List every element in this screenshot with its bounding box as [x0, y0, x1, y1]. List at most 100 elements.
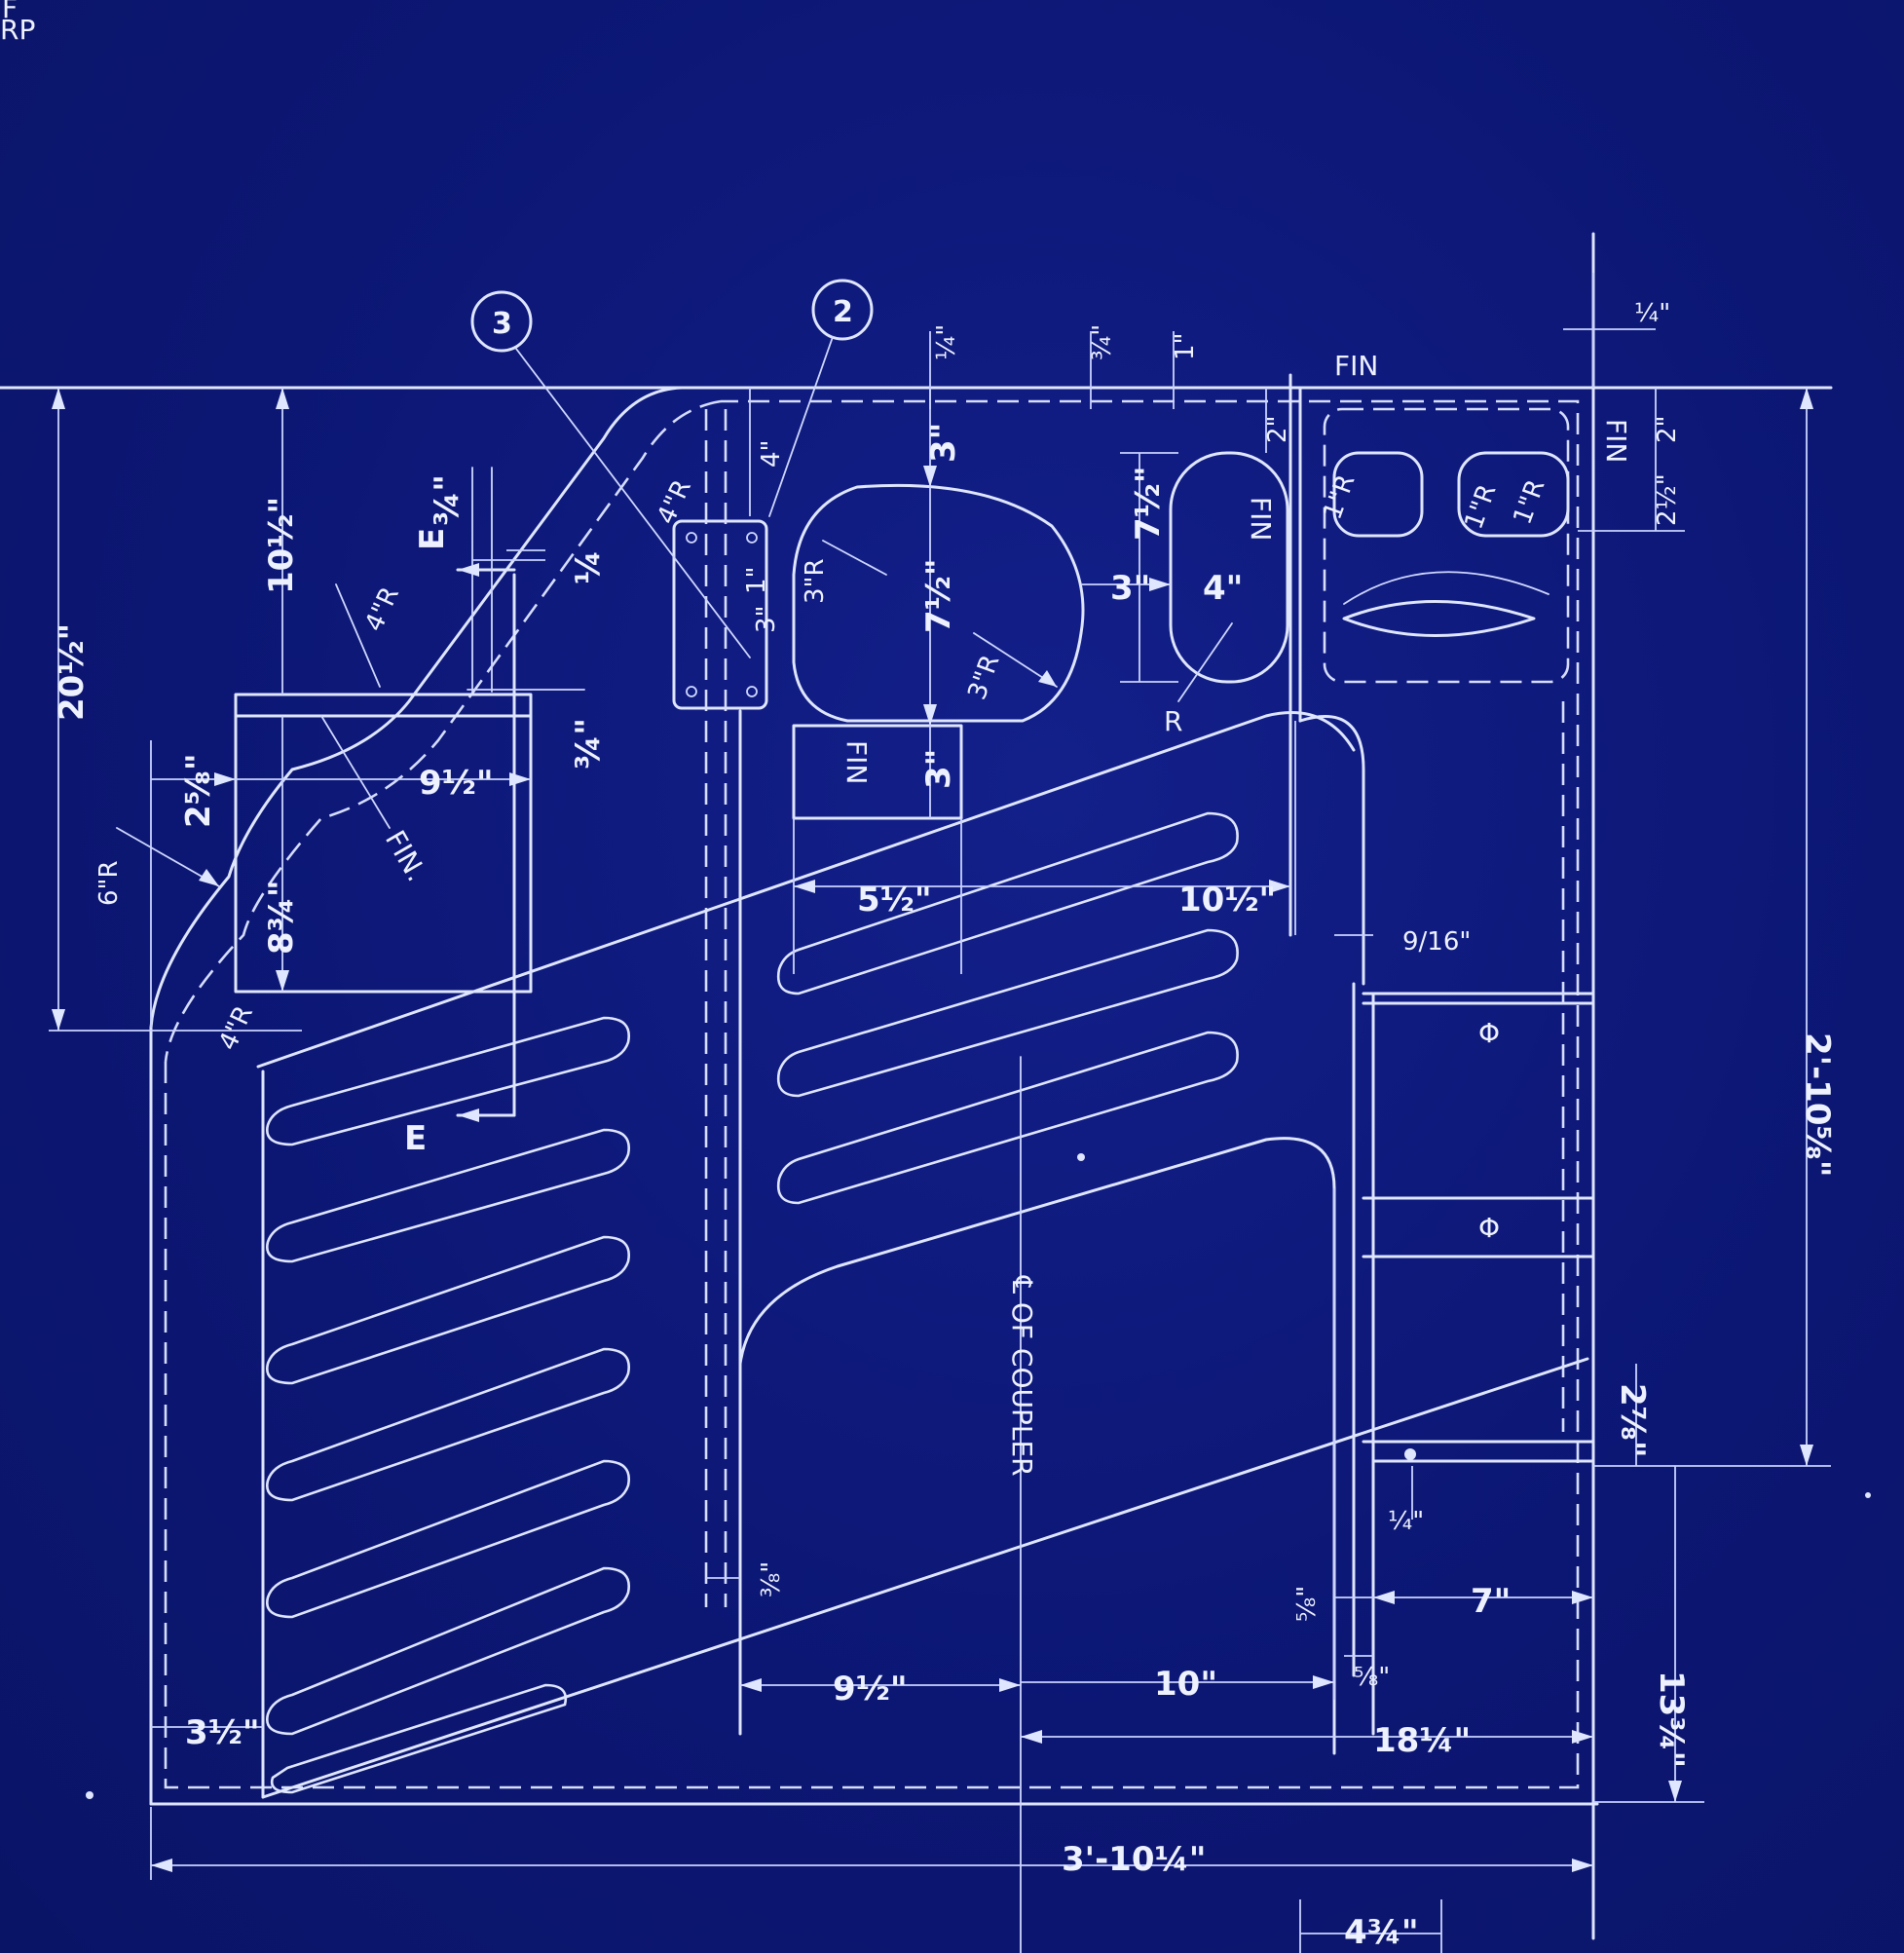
arrow-e-top — [458, 563, 479, 577]
left-slot-1 — [266, 1016, 630, 1146]
arrow-9-bottom-right — [999, 1678, 1021, 1692]
dim-9-1-2-top: 9½" — [419, 764, 494, 803]
vertical-slot — [1169, 451, 1289, 684]
lower-diagonal-edge — [261, 1357, 1589, 1799]
arrow-9-bottom-left — [740, 1678, 762, 1692]
balloon-3-label: 3 — [492, 307, 512, 341]
right-column: Φ Φ — [1288, 373, 1595, 1736]
arrow-9-top-right — [509, 772, 531, 786]
arrow-2-10-bottom — [1800, 1445, 1813, 1466]
right-small-opening-2 — [1457, 451, 1570, 538]
fin-box — [792, 724, 963, 820]
main-outline — [0, 232, 1833, 1940]
middle-slot-1 — [776, 811, 1239, 995]
bracket-hole-3 — [686, 686, 697, 697]
dim-1R-c: 1"R — [1508, 475, 1550, 528]
dim-20-1-2: 20½" — [53, 623, 92, 721]
note-section-e-bottom: E — [404, 1119, 427, 1158]
balloon-3-leader — [515, 348, 751, 658]
dim-2-7-8: 2⅞" — [1613, 1383, 1652, 1458]
bracket-hole-1 — [686, 532, 697, 544]
balloon-2-leader — [768, 336, 834, 517]
dim-5-8-b: ⅝" — [1354, 1663, 1390, 1692]
dim-3-between: 3" — [1110, 569, 1150, 608]
dim-1-4-right: ¼" — [1634, 299, 1670, 328]
dim-2-10-5-8: 2'-10⅝" — [1798, 1033, 1837, 1177]
dim-18-1-4: 18¼" — [1373, 1721, 1471, 1760]
arrow-6R — [199, 869, 219, 886]
right-col-dashed-box — [1323, 407, 1570, 684]
arrow-18-left — [1021, 1730, 1042, 1744]
left-box — [234, 693, 533, 994]
right-curved-join — [1298, 715, 1365, 986]
dim-3-box: 3" — [919, 749, 958, 789]
leader-4R-a — [335, 583, 381, 688]
note-section-e-top: E — [413, 528, 452, 550]
dimension-text: 20½" 10½" 4"R 4"R 4"R 6"R 2⅝" 9½" 8¾" ¾"… — [53, 299, 1837, 1952]
left-slots — [266, 1016, 630, 1794]
arrow-3-10-right — [1572, 1859, 1593, 1872]
note-fin-left: FIN. — [379, 825, 433, 886]
dim-4-top: 4" — [757, 439, 786, 468]
note-fin-vertical-slot: FIN — [1245, 497, 1277, 541]
right-small-opening-1 — [1332, 451, 1424, 538]
dim-3-small: 3" — [752, 605, 781, 633]
dim-3-top: 3" — [924, 423, 963, 463]
dim-5-8-a: ⅝" — [1292, 1586, 1322, 1622]
sloped-edge-hidden — [164, 399, 722, 1063]
dim-1-4-top: ¼" — [932, 324, 961, 360]
bracket-plate-rect — [672, 519, 768, 710]
arrow-13-bottom — [1668, 1781, 1682, 1802]
arrow-10-mid-right — [1269, 880, 1290, 893]
corner-mark-line2: RP — [0, 14, 35, 46]
left-slot-4 — [266, 1347, 630, 1502]
arrow-3R-b — [1038, 670, 1057, 687]
dim-10-1-2-left: 10½" — [262, 497, 301, 594]
dim-2-right: 2" — [1263, 415, 1292, 443]
dim-3-4-top: ¾" — [1088, 324, 1117, 360]
arrow-7-right — [1572, 1591, 1593, 1604]
dim-10: 10" — [1154, 1665, 1217, 1704]
arrow-10-top — [276, 388, 289, 409]
dim-8-3-4: 8¾" — [262, 880, 301, 955]
dim-2-right-top: 2" — [1653, 415, 1682, 443]
dim-9-16: 9/16" — [1402, 927, 1471, 957]
arrow-18-right — [1572, 1730, 1593, 1744]
bracket-hole-2 — [746, 532, 758, 544]
note-centerline: ℄ OF COUPLER — [1006, 1275, 1038, 1477]
left-slot-7 — [270, 1683, 568, 1794]
note-text: FIN FIN FIN FIN FIN. E E ℄ OF COUPLER R — [379, 350, 1632, 1477]
note-fin-top: FIN — [1334, 350, 1378, 382]
dim-1-small: 1" — [742, 566, 771, 594]
arrow-e-bottom — [458, 1108, 479, 1122]
leader-3R-a — [822, 540, 887, 576]
arrow-3-10-left — [151, 1859, 172, 1872]
center-opening — [792, 483, 1085, 723]
middle-slots — [776, 811, 1239, 1205]
dim-3R-a: 3"R — [801, 558, 830, 604]
balloon-3: 3 — [470, 290, 751, 658]
arrow-7-center-bottom — [923, 704, 937, 726]
arrow-3-between — [1149, 578, 1171, 591]
speck-2 — [1865, 1492, 1871, 1498]
left-section-box — [234, 467, 585, 1117]
lens-opening — [1342, 600, 1536, 637]
dim-3-1-2: 3½" — [185, 1713, 260, 1752]
circle-symbol-1: Φ — [1478, 1017, 1500, 1049]
dim-4R-c: 4"R — [213, 1001, 259, 1055]
inner-dashed-perimeter — [164, 399, 1580, 1789]
arrow-8-bottom — [276, 970, 289, 992]
balloon-2-label: 2 — [833, 295, 853, 329]
balloon-3-circle — [470, 290, 533, 353]
note-radius-r: R — [1164, 705, 1182, 737]
dim-4-3-4: 4¾" — [1344, 1913, 1419, 1952]
dim-1-top: 1" — [1171, 332, 1200, 360]
dim-3-4-mid: ¾" — [569, 718, 608, 770]
arrow-7-left — [1373, 1591, 1395, 1604]
arrow-2-10-top — [1800, 388, 1813, 409]
dim-5-1-2: 5½" — [857, 881, 932, 920]
dim-3-4-left: ¾" — [428, 474, 467, 526]
speck-4 — [1404, 1448, 1416, 1460]
speck-1 — [86, 1791, 93, 1799]
dim-9-1-2-bottom: 9½" — [833, 1670, 908, 1709]
